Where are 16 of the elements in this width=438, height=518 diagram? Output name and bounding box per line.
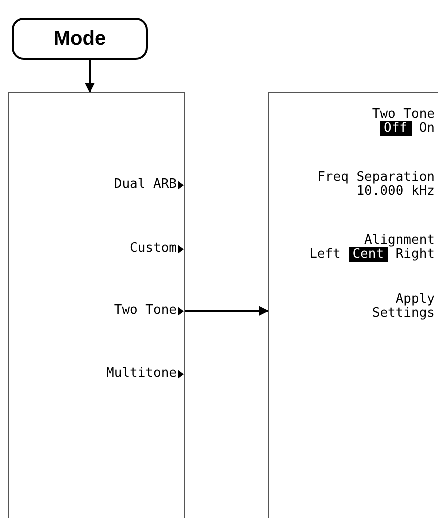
softkey-label: Multitone [106, 366, 177, 382]
softkey-label: Two Tone [372, 108, 435, 122]
softkey-value: Left Cent Right [310, 248, 435, 262]
softkey-panel [268, 92, 438, 518]
softkey-label: Freq Separation [318, 171, 435, 185]
softkey-label: Alignment [364, 234, 435, 248]
arrow [184, 306, 269, 316]
softkey-label: Two Tone [114, 303, 177, 320]
softkey-label: Apply Settings [371, 293, 435, 321]
softkey-label: Custom [130, 241, 177, 258]
softkey-label: Dual ARB [114, 177, 177, 194]
arrow [85, 60, 95, 93]
softkey-value: Off On [380, 122, 435, 136]
softkey-panel [8, 92, 185, 518]
softkey-value: 10.000 kHz [356, 185, 435, 199]
hardkey-button: Mode [12, 18, 148, 60]
